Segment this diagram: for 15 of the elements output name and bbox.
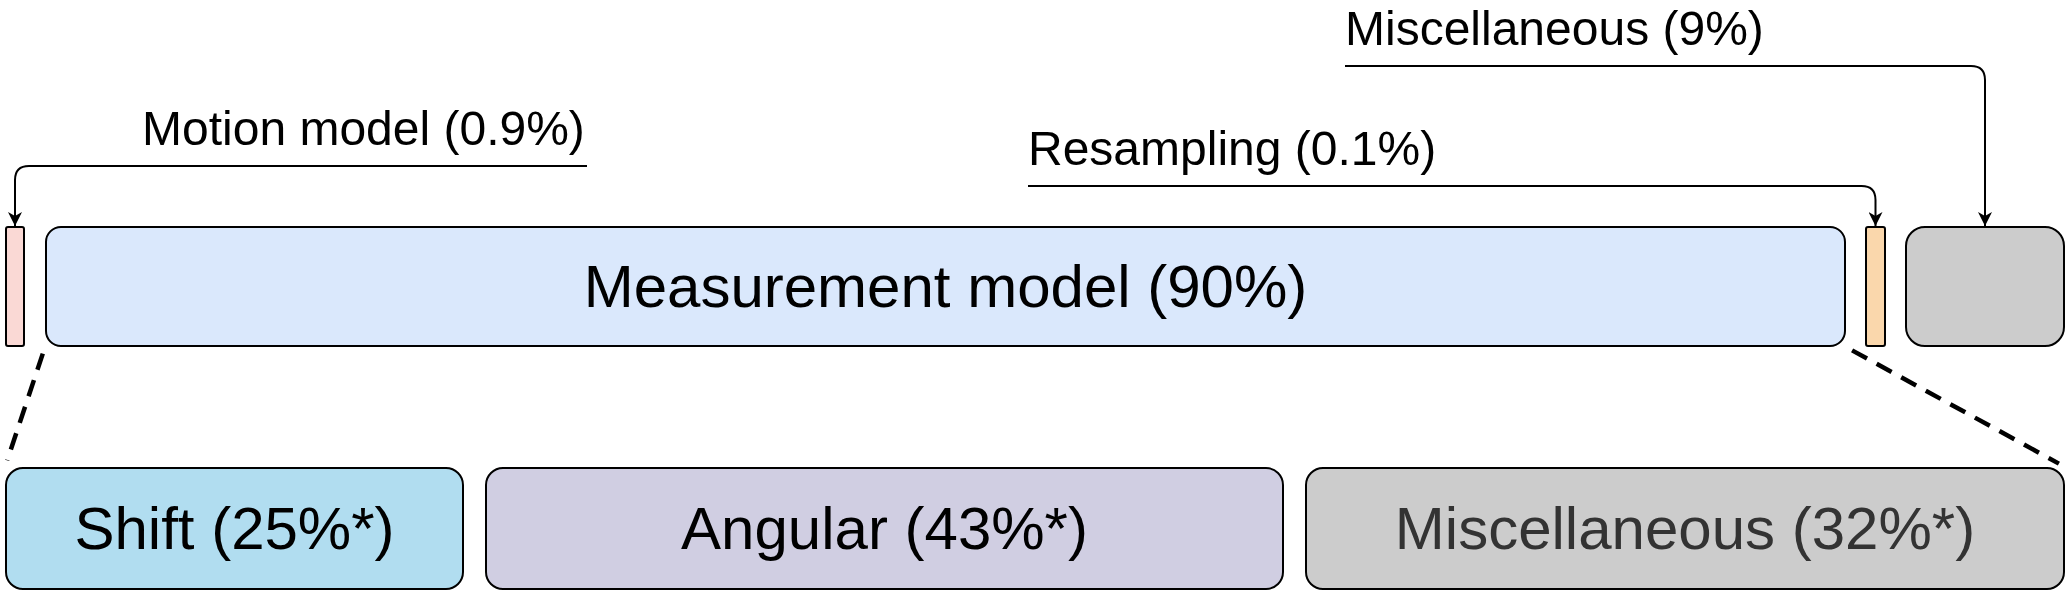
leader-arrow bbox=[8, 165, 588, 227]
bar-segment bbox=[5, 226, 25, 347]
callout-label: Resampling (0.1%) bbox=[1028, 121, 1442, 186]
breakdown-segment: Shift (25%*) bbox=[5, 467, 464, 590]
zoom-line bbox=[5, 352, 45, 462]
bar-segment bbox=[1905, 226, 2065, 347]
callout-label: Miscellaneous (9%) bbox=[1345, 1, 1767, 66]
bar-segment: Measurement model (90%) bbox=[45, 226, 1846, 347]
bar-segment bbox=[1865, 226, 1886, 347]
breakdown-segment: Miscellaneous (32%*) bbox=[1305, 467, 2065, 590]
breakdown-segment: Angular (43%*) bbox=[485, 467, 1284, 590]
leader-arrow bbox=[1344, 65, 1992, 227]
callout-label: Motion model (0.9%) bbox=[142, 101, 587, 166]
zoom-line bbox=[1851, 348, 2060, 466]
leader-arrow bbox=[1027, 185, 1883, 227]
